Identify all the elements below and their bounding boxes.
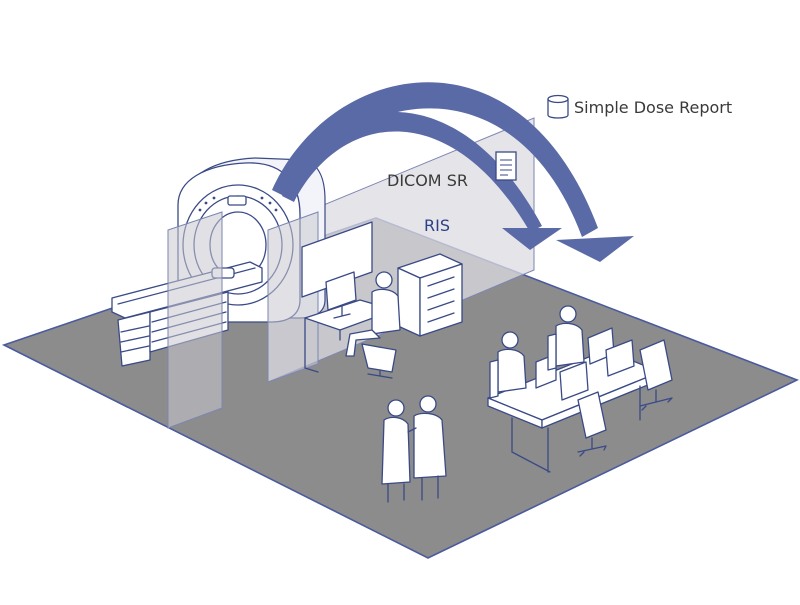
- control-desk: [301, 221, 463, 379]
- ris-label: RIS: [424, 216, 450, 235]
- reading-room: [487, 305, 673, 473]
- arrow-dicom-sr: [282, 111, 542, 232]
- database-icon: [547, 94, 569, 119]
- arrow-head-inner: [502, 228, 562, 250]
- document-icon: [495, 151, 517, 181]
- scanner-side-panel: [267, 211, 319, 383]
- simple-dose-report-label: Simple Dose Report: [574, 98, 732, 117]
- data-flow-arrows: [272, 82, 634, 262]
- dicom-sr-label: DICOM SR: [387, 171, 468, 190]
- arrow-head-outer: [556, 236, 634, 262]
- left-partition: [167, 211, 223, 429]
- doctors: [381, 395, 447, 503]
